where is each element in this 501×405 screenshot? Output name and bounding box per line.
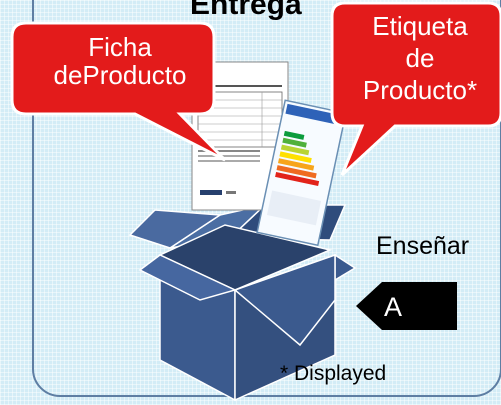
callout-left: Ficha deProducto: [40, 33, 200, 89]
callout-right-line2: de: [405, 43, 435, 73]
callout-right-line1: Etiqueta: [372, 11, 468, 41]
callout-left-line1: Ficha: [88, 32, 152, 62]
callout-left-shape: [10, 21, 227, 162]
page-title: Entrega: [190, 0, 302, 21]
callout-right-line3: Producto*: [362, 75, 478, 105]
callout-right: Etiqueta de Producto*: [340, 10, 500, 106]
shipping-box-icon: [128, 203, 357, 402]
side-label: Enseñar: [376, 232, 470, 260]
callout-right-shape: [330, 1, 501, 177]
footnote: * Displayed: [280, 362, 387, 385]
energy-label-icon: [256, 99, 347, 247]
callout-left-line2: deProducto: [53, 60, 187, 90]
arrow-badge-icon: [356, 282, 457, 330]
class-badge-letter: A: [384, 292, 403, 322]
